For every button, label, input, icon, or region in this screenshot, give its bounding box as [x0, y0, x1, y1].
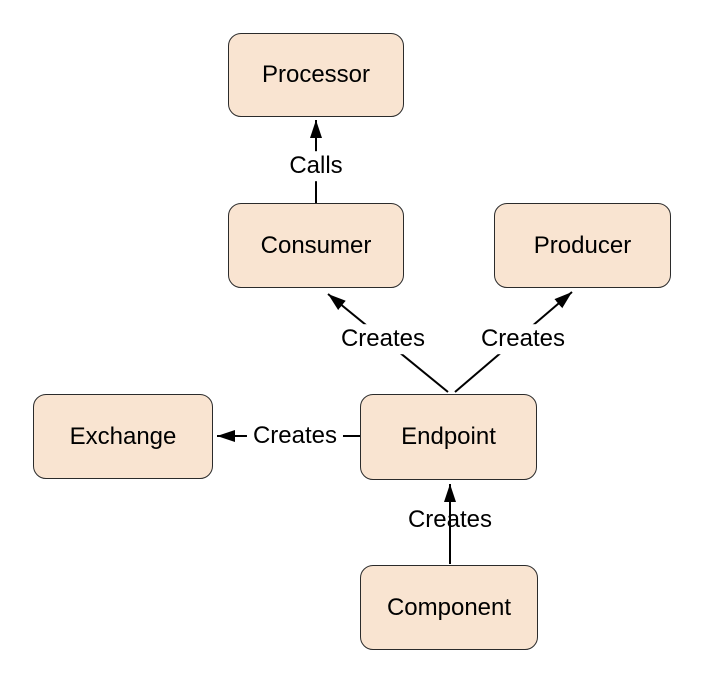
node-label: Processor	[261, 61, 371, 88]
node-label: Endpoint	[401, 423, 496, 450]
edge-label-creates-producer: Creates	[474, 324, 572, 354]
node-label: Consumer	[260, 231, 372, 259]
node-label: Producer	[533, 231, 632, 259]
node-processor: Processor	[228, 33, 404, 117]
edge-label-creates-consumer: Creates	[334, 324, 432, 354]
edge-label-creates-exchange: Creates	[246, 421, 344, 451]
node-label: Component	[386, 593, 512, 621]
edge-label-calls: Calls	[283, 151, 349, 181]
node-label: Exchange	[69, 422, 177, 450]
edge-label-creates-endpoint: Creates	[407, 506, 493, 534]
node-endpoint: Endpoint	[360, 394, 537, 480]
node-producer: Producer	[494, 203, 671, 288]
node-exchange: Exchange	[33, 394, 213, 479]
node-consumer: Consumer	[228, 203, 404, 288]
node-component: Component	[360, 565, 538, 650]
